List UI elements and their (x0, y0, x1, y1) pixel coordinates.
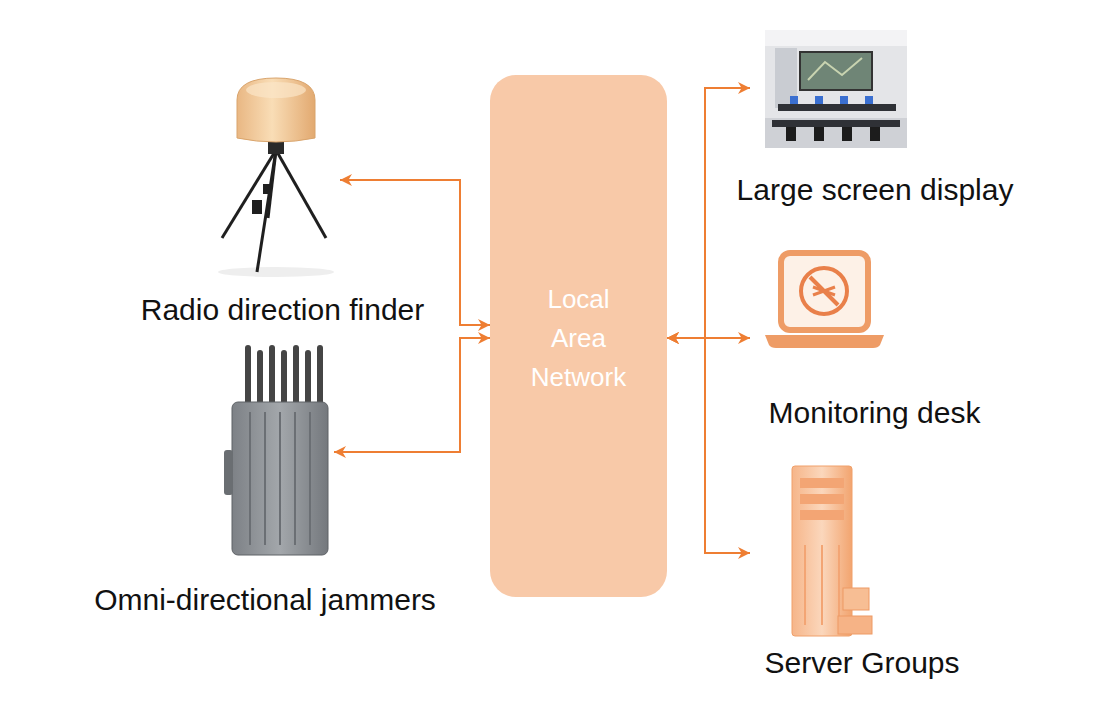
dome-highlight (246, 82, 306, 98)
room-wall (765, 30, 907, 148)
server-illustration (792, 466, 872, 636)
monitor (790, 96, 798, 104)
leg-clamp (252, 200, 262, 214)
network-label: Local Area Network (490, 280, 667, 397)
device-node: Omni-directional jammers (222, 340, 334, 560)
chair (786, 127, 796, 141)
vent-line (821, 545, 823, 625)
antenna (281, 350, 287, 405)
case-handle (224, 450, 233, 495)
cooling-fin (309, 412, 311, 545)
map-route (808, 58, 862, 80)
window (775, 48, 797, 108)
drone-arm (813, 287, 835, 295)
control-room-illustration (765, 30, 907, 148)
chair (870, 127, 880, 141)
device-node: Large screen display (750, 28, 910, 150)
cooling-fin (279, 412, 281, 545)
laptop-icon (765, 253, 884, 348)
jammer-case (232, 402, 328, 555)
device-caption: Server Groups (764, 645, 959, 681)
monitor (865, 96, 873, 104)
device-caption: Radio direction finder (141, 292, 425, 328)
device-caption: Monitoring desk (769, 395, 981, 431)
room-floor (765, 118, 907, 148)
device-node: Radio direction finder (215, 70, 340, 280)
antenna (269, 345, 275, 405)
network-link (667, 337, 750, 339)
chair (842, 127, 852, 141)
network-hub: Local Area Network (490, 75, 667, 597)
network-link (667, 338, 750, 553)
ground-shadow (218, 267, 334, 277)
device-caption: Omni-directional jammers (94, 582, 436, 618)
antenna (257, 350, 263, 405)
laptop-screen (781, 253, 868, 330)
drone-arm (813, 287, 835, 295)
small-monitor (843, 588, 869, 610)
antenna (317, 345, 323, 405)
cooling-fin (294, 412, 296, 545)
leg-clamp (263, 184, 271, 194)
device-node: Monitoring desk (750, 248, 885, 383)
cooling-fin (264, 412, 266, 545)
small-computer (838, 616, 872, 634)
antenna (293, 345, 299, 405)
jammer-illustration (224, 345, 328, 555)
no-drone-slash (810, 277, 838, 305)
antenna-dome (237, 78, 315, 142)
monitor (840, 96, 848, 104)
chair (814, 127, 824, 141)
drive-bay (800, 478, 844, 488)
desk (772, 120, 900, 127)
direction-finder-illustration (218, 78, 334, 277)
tripod-leg (222, 150, 276, 238)
vent-line (838, 545, 840, 625)
drive-bay (800, 510, 844, 520)
no-drone-circle (801, 268, 847, 314)
network-link (334, 338, 490, 452)
cooling-fin (249, 412, 251, 545)
tripod-leg (276, 150, 326, 238)
desk (778, 104, 896, 111)
laptop-base (765, 335, 884, 348)
video-wall (800, 52, 872, 90)
room-ceiling (765, 30, 907, 46)
network-link (667, 88, 750, 338)
antenna (305, 350, 311, 405)
antenna (245, 345, 251, 405)
vent-line (804, 545, 806, 625)
device-node: Server Groups (750, 462, 870, 642)
drive-bay (800, 494, 844, 504)
device-caption: Large screen display (737, 172, 1014, 208)
monitor (815, 96, 823, 104)
